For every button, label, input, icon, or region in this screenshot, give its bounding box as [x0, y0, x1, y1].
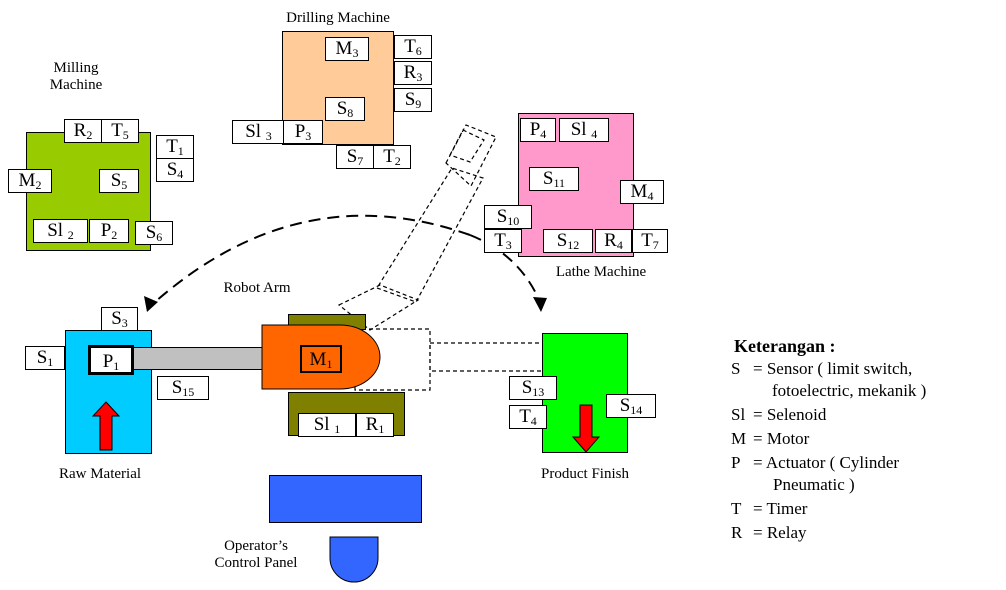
raw-s1-box: S1 — [25, 346, 65, 370]
lathe-s11-box: S11 — [529, 167, 579, 191]
legend-row-s-cont: fotoelectric, mekanik ) — [772, 381, 927, 400]
product-finish-label: Product Finish — [541, 466, 629, 482]
lathe-s12-box: S12 — [543, 229, 593, 253]
finish-s14-box: S14 — [606, 394, 656, 418]
legend-row-sl: Sl = Selenoid — [731, 404, 826, 425]
robot-arm-label: Robot Arm — [223, 280, 291, 296]
arrowhead-right-icon — [533, 297, 547, 312]
legend-row-s: S = Sensor ( limit switch, — [731, 358, 912, 379]
finish-s13-box: S13 — [509, 376, 557, 400]
legend-key: S — [731, 359, 741, 378]
finish-t4-box: T4 — [509, 405, 547, 429]
robot-r1-box: R1 — [356, 413, 394, 437]
lathe-s10-box: S10 — [484, 205, 532, 229]
legend-key: M — [731, 429, 747, 448]
legend-row-p: P = Actuator ( Cylinder — [731, 452, 899, 473]
drilling-t2-box: T2 — [373, 145, 411, 169]
lathe-r4-box: R4 — [595, 229, 632, 253]
raw-material-label: Raw Material — [58, 466, 142, 482]
legend-text: = Sensor ( limit switch, — [753, 359, 913, 378]
raw-s15-box: S15 — [157, 376, 209, 400]
milling-p2-box: P2 — [89, 219, 129, 243]
lathe-p4-box: P4 — [520, 118, 556, 142]
milling-r2-box: R2 — [64, 119, 102, 143]
lathe-t7-box: T7 — [632, 229, 668, 253]
drilling-s9-box: S9 — [394, 88, 432, 112]
milling-machine-label: Milling Machine — [49, 60, 103, 93]
drilling-t6-box: T6 — [394, 35, 432, 59]
drilling-sl3-box: Sl 3 — [232, 120, 285, 144]
milling-s5-box: S5 — [99, 169, 139, 193]
raw-s3-box: S3 — [101, 307, 138, 331]
drilling-machine-label: Drilling Machine — [286, 10, 390, 26]
legend-text: = Motor — [753, 429, 810, 448]
milling-m2-box: M2 — [8, 169, 52, 193]
robot-arm-rod — [133, 347, 266, 370]
milling-t1-box: T1 — [156, 135, 194, 159]
legend-key: Sl — [731, 405, 746, 424]
lathe-sl4-box: Sl 4 — [559, 118, 609, 142]
drilling-r3-box: R3 — [394, 61, 432, 85]
lathe-machine-label: Lathe Machine — [555, 264, 647, 280]
raw-p1-box: P1 — [88, 345, 134, 375]
legend-text: = Relay — [753, 523, 807, 542]
drilling-m3-box: M3 — [325, 37, 369, 61]
legend-row-r: R = Relay — [731, 522, 807, 543]
legend-row-m: M = Motor — [731, 428, 809, 449]
control-panel-label: Operator’s Control Panel — [214, 538, 298, 571]
robot-base-top — [288, 314, 366, 330]
legend-key: P — [731, 453, 741, 472]
legend-key: T — [731, 499, 742, 518]
legend-key: R — [731, 523, 743, 542]
robot-m1-box: M1 — [300, 345, 342, 373]
legend-row-p-cont: Pneumatic ) — [773, 475, 855, 494]
legend-text: = Actuator ( Cylinder — [753, 453, 900, 472]
drilling-p3-box: P3 — [283, 120, 323, 144]
milling-s4-box: S4 — [156, 158, 194, 182]
lathe-t3-box: T3 — [484, 229, 522, 253]
control-panel-screen — [269, 475, 422, 523]
lathe-m4-box: M4 — [620, 180, 664, 204]
drilling-s7-box: S7 — [336, 145, 374, 169]
legend-text: = Timer — [753, 499, 808, 518]
robot-sl1-box: Sl 1 — [298, 413, 356, 437]
curve-arrow-right — [469, 234, 541, 303]
milling-s6-box: S6 — [135, 221, 173, 245]
legend-title: Keterangan : — [734, 336, 836, 356]
legend-text: = Selenoid — [753, 405, 827, 424]
curve-arrow-left — [154, 214, 471, 303]
drilling-s8-box: S8 — [325, 97, 365, 121]
legend-row-t: T = Timer — [731, 498, 807, 519]
milling-sl2-box: Sl 2 — [33, 219, 88, 243]
milling-t5-box: T5 — [101, 119, 139, 143]
arrowhead-left-icon — [144, 296, 158, 312]
